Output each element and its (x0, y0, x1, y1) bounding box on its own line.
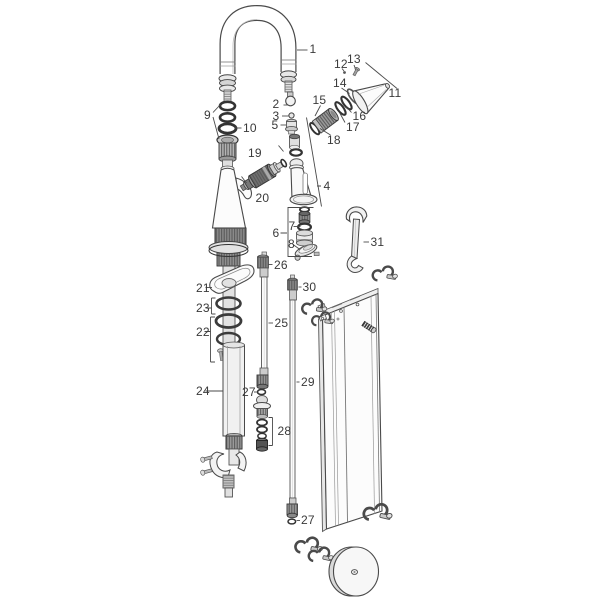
callout-label-25: 25 (274, 316, 289, 330)
callout-label-28: 28 (277, 424, 292, 438)
hose-short (253, 251, 271, 452)
cartridge-assembly (239, 158, 288, 192)
callout-label-5: 5 (271, 118, 279, 132)
spray-head-column (280, 70, 318, 206)
callout-label-8: 8 (288, 237, 295, 251)
callout-label-16: 16 (352, 109, 367, 123)
callout-label-21: 21 (196, 280, 210, 295)
callout-label-15: 15 (312, 93, 327, 107)
callout-label-29: 29 (301, 375, 315, 389)
screw-13 (352, 67, 360, 77)
leader-lines (204, 49, 398, 521)
callout-label-12: 12 (334, 57, 348, 71)
hose-weight-disc (328, 546, 380, 597)
callout-label-27a: 27 (242, 385, 256, 399)
callout-label-14: 14 (333, 76, 347, 90)
callout-label-1: 1 (309, 42, 317, 56)
callout-label-3: 3 (272, 109, 280, 123)
escutcheon-and-shank (200, 264, 255, 498)
screw-12 (343, 71, 346, 74)
check-valve-stack (294, 206, 320, 261)
hose-long (286, 274, 298, 525)
callout-label-23: 23 (196, 301, 210, 315)
spray-nozzle-cone (343, 67, 391, 115)
callout-label-13: 13 (347, 52, 361, 66)
spout-assembly (216, 4, 297, 169)
callout-label-17: 17 (346, 120, 360, 134)
callout-label-7: 7 (288, 219, 296, 233)
callout-label-9: 9 (204, 108, 211, 122)
aerator-stack (309, 88, 361, 136)
spray-disc-assembly (294, 243, 320, 261)
callout-label-2: 2 (272, 97, 280, 111)
sbox-panel (317, 287, 383, 533)
callout-label-27b: 27 (301, 513, 315, 527)
callout-label-10: 10 (243, 121, 257, 135)
callout-label-18: 18 (327, 133, 341, 147)
panel-screw (361, 320, 377, 334)
callout-label-24: 24 (196, 384, 210, 398)
callout-label-22: 22 (196, 325, 210, 339)
callout-label-19: 19 (248, 146, 262, 160)
callout-label-11: 11 (388, 86, 402, 100)
callout-label-31: 31 (370, 235, 385, 249)
callout-label-6: 6 (272, 226, 280, 240)
mounting-tool (345, 206, 368, 273)
callout-label-20: 20 (255, 191, 270, 205)
callout-label-4: 4 (323, 179, 331, 193)
callout-label-26: 26 (274, 257, 288, 272)
callout-label-30: 30 (302, 280, 317, 294)
